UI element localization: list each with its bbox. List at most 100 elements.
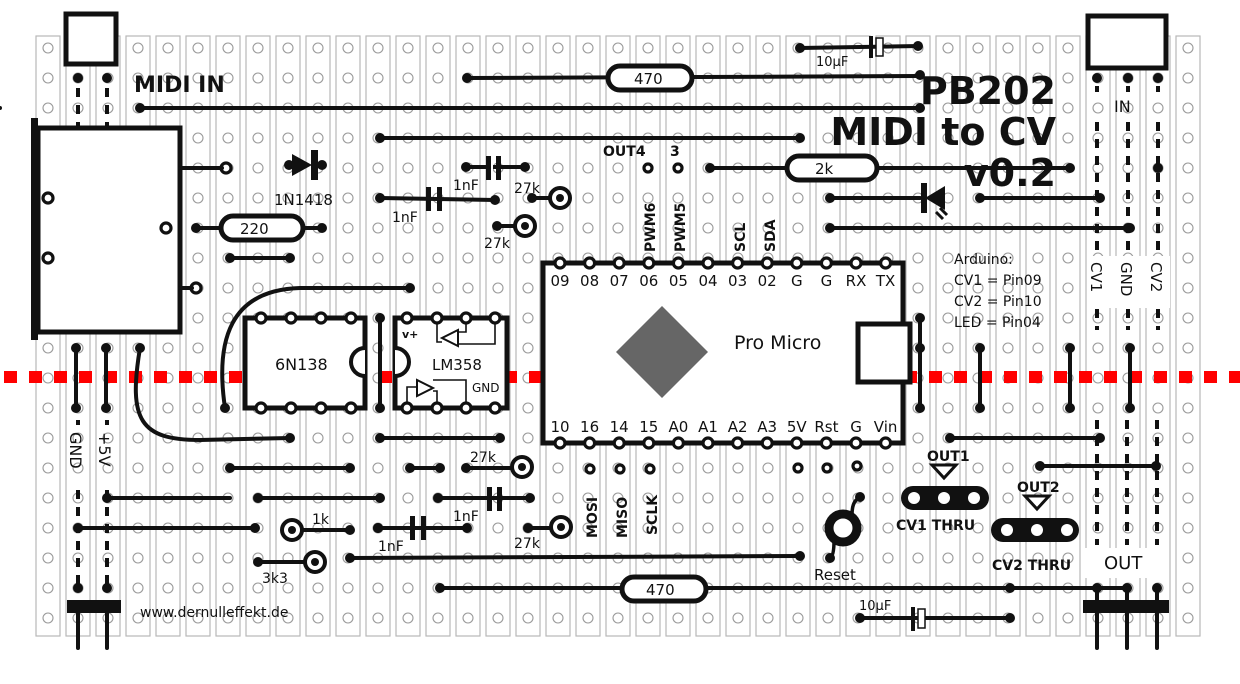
scl-label: SCL — [733, 223, 749, 252]
capacitor-1nf-a — [461, 156, 530, 180]
strip-hole — [402, 492, 414, 504]
strip-hole — [882, 132, 894, 144]
strip-hole — [402, 222, 414, 234]
capacitor-1nf-c — [433, 487, 535, 511]
strip-hole — [942, 372, 954, 384]
track-cut — [529, 371, 542, 383]
strip-hole — [552, 162, 564, 174]
strip-hole — [1182, 432, 1194, 444]
arduino-note-line: CV2 = Pin10 — [954, 294, 1042, 310]
arduino-note-line: LED = Pin04 — [954, 315, 1041, 331]
strip-hole — [822, 612, 834, 624]
strip-hole — [612, 162, 624, 174]
strip-hole — [402, 582, 414, 594]
strip-hole — [1002, 312, 1014, 324]
strip-hole — [792, 522, 804, 534]
out4-pad — [642, 162, 654, 174]
strip-hole — [882, 522, 894, 534]
strip-hole — [222, 42, 234, 54]
in-pin-cv2: CV2 — [1147, 262, 1165, 292]
capacitor-10uf-top-label: 10µF — [816, 55, 848, 70]
strip-hole — [942, 42, 954, 54]
strip-hole — [1182, 222, 1194, 234]
strip-hole — [912, 522, 924, 534]
strip-hole — [942, 282, 954, 294]
strip-hole — [372, 252, 384, 264]
strip-hole — [972, 42, 984, 54]
strip-hole — [192, 402, 204, 414]
strip-hole — [942, 132, 954, 144]
strip-hole — [612, 612, 624, 624]
strip-hole — [42, 42, 54, 54]
pro-micro-top-pin-label: G — [821, 272, 833, 290]
strip-hole — [222, 282, 234, 294]
pro-micro-pin-pad — [790, 436, 804, 450]
led — [921, 183, 949, 221]
strip-hole — [222, 72, 234, 84]
strip-hole — [192, 312, 204, 324]
strip-hole — [1182, 282, 1194, 294]
strip-hole — [222, 582, 234, 594]
strip-hole — [72, 462, 84, 474]
strip-hole — [342, 192, 354, 204]
strip-hole — [462, 42, 474, 54]
track-cut — [1079, 371, 1092, 383]
pro-micro-pin-pad — [730, 436, 745, 450]
strip-hole — [912, 432, 924, 444]
track-cut — [1179, 371, 1192, 383]
strip-hole — [282, 582, 294, 594]
power-header — [67, 420, 121, 650]
ic-lm358-label: LM358 — [432, 356, 482, 374]
strip-hole — [642, 522, 654, 534]
strip-hole — [582, 522, 594, 534]
strip-hole — [642, 192, 654, 204]
pro-micro-pin-pad — [760, 436, 774, 450]
strip-hole — [102, 462, 114, 474]
strip-hole — [522, 42, 534, 54]
strip-hole — [1032, 282, 1044, 294]
pro-micro-bottom-pin-label: 5V — [787, 418, 808, 436]
strip-hole — [1062, 42, 1074, 54]
strip-hole — [252, 72, 264, 84]
strip-hole — [1182, 552, 1194, 564]
pro-micro-pin-pad — [553, 256, 567, 270]
strip-hole — [1002, 282, 1014, 294]
strip-hole — [792, 192, 804, 204]
strip-hole — [732, 492, 744, 504]
pro-micro-label: Pro Micro — [734, 332, 821, 354]
strip-hole — [1032, 552, 1044, 564]
in-pin-cv1: CV1 — [1087, 262, 1105, 292]
strip-hole — [252, 612, 264, 624]
strip-hole — [462, 222, 474, 234]
strip-hole — [972, 462, 984, 474]
strip-hole — [1182, 402, 1194, 414]
strip-hole — [282, 192, 294, 204]
pro-micro-bottom-pin-label: 10 — [550, 418, 569, 436]
strip-hole — [132, 552, 144, 564]
pro-micro-pin-pad — [701, 256, 715, 270]
strip-hole — [192, 252, 204, 264]
pro-micro-top-pin-label: RX — [846, 272, 867, 290]
trimmer-27k-b — [492, 214, 537, 238]
strip-hole — [762, 612, 774, 624]
strip-hole — [822, 132, 834, 144]
diode-1n1418 — [284, 150, 327, 180]
strip-hole — [372, 162, 384, 174]
strip-hole — [162, 552, 174, 564]
strip-hole — [612, 192, 624, 204]
strip-hole — [1062, 312, 1074, 324]
strip-hole — [312, 612, 324, 624]
strip-hole — [192, 132, 204, 144]
strip-hole — [372, 72, 384, 84]
arduino-pin-note: Arduino: CV1 = Pin09 CV2 = Pin10 LED = P… — [954, 252, 1042, 331]
strip-hole — [1002, 132, 1014, 144]
strip-hole — [402, 252, 414, 264]
strip-hole — [1182, 72, 1194, 84]
strip-hole — [1062, 492, 1074, 504]
resistor-2k — [784, 153, 880, 183]
mosi-label: MOSI — [585, 497, 601, 538]
strip-hole — [1182, 462, 1194, 474]
strip-hole — [162, 342, 174, 354]
strip-hole — [792, 492, 804, 504]
strip-hole — [132, 432, 144, 444]
